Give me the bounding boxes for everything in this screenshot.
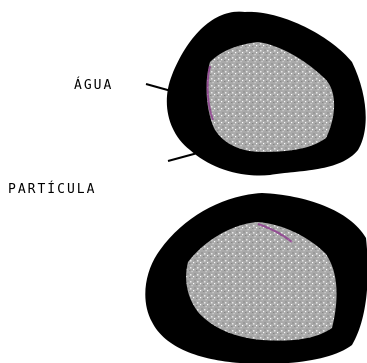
particle-label: PARTÍCULA <box>8 181 96 197</box>
water-label: ÁGUA <box>74 77 113 93</box>
top-particle-group <box>167 12 366 176</box>
bottom-particle-group <box>145 193 367 363</box>
